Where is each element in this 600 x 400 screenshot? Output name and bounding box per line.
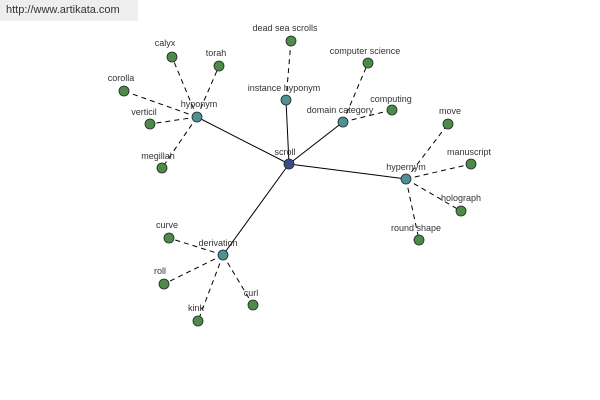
node-instance-hyponym[interactable] xyxy=(280,94,292,106)
edge-verticil xyxy=(149,116,198,125)
node-hyponym[interactable] xyxy=(191,111,203,123)
node-computer-science[interactable] xyxy=(362,57,374,69)
edge-hypernym xyxy=(288,163,407,180)
edge-curl xyxy=(222,254,254,306)
node-calyx[interactable] xyxy=(166,51,178,63)
node-scroll[interactable] xyxy=(283,158,295,170)
label-scroll[interactable]: scroll xyxy=(274,147,295,157)
graph-edges xyxy=(123,40,472,322)
node-hypernym[interactable] xyxy=(400,173,412,185)
edge-dead-sea-scrolls xyxy=(285,40,292,101)
edge-round-shape xyxy=(405,178,420,241)
edge-torah xyxy=(196,65,220,118)
label-dead-sea-scrolls[interactable]: dead sea scrolls xyxy=(252,23,318,33)
node-domain-category[interactable] xyxy=(337,116,349,128)
graph-labels: scroll hyponym instance hyponym domain cate… xyxy=(108,23,492,313)
label-curl[interactable]: curl xyxy=(244,288,259,298)
edge-derivation xyxy=(222,163,290,256)
url-banner[interactable]: http://www.artikata.com xyxy=(0,0,138,21)
label-manuscript[interactable]: manuscript xyxy=(447,147,492,157)
label-corolla[interactable]: corolla xyxy=(108,73,135,83)
label-megillah[interactable]: megillah xyxy=(141,151,175,161)
node-computing[interactable] xyxy=(386,104,398,116)
label-hyponym[interactable]: hyponym xyxy=(181,99,218,109)
node-curve[interactable] xyxy=(163,232,175,244)
graph-nodes xyxy=(118,35,477,327)
label-holograph[interactable]: holograph xyxy=(441,193,481,203)
label-domain-category[interactable]: domain category xyxy=(307,105,374,115)
edge-move xyxy=(405,123,449,180)
edge-kink xyxy=(197,254,224,322)
edge-calyx xyxy=(171,56,198,118)
label-move[interactable]: move xyxy=(439,106,461,116)
node-curl[interactable] xyxy=(247,299,259,311)
label-calyx[interactable]: calyx xyxy=(155,38,176,48)
edge-holograph xyxy=(405,178,462,212)
label-hypernym[interactable]: hypernym xyxy=(386,162,426,172)
edge-roll xyxy=(163,254,224,285)
edge-domain-category xyxy=(288,121,344,165)
label-derivation[interactable]: derivation xyxy=(198,238,237,248)
edge-corolla xyxy=(123,90,198,118)
edge-curve xyxy=(168,237,224,256)
label-kink[interactable]: kink xyxy=(188,303,205,313)
node-torah[interactable] xyxy=(213,60,225,72)
label-round-shape[interactable]: round shape xyxy=(391,223,441,233)
label-verticil[interactable]: verticil xyxy=(131,107,157,117)
node-manuscript[interactable] xyxy=(465,158,477,170)
node-kink[interactable] xyxy=(192,315,204,327)
node-move[interactable] xyxy=(442,118,454,130)
edge-computer-science xyxy=(342,62,369,123)
node-roll[interactable] xyxy=(158,278,170,290)
node-megillah[interactable] xyxy=(156,162,168,174)
node-round-shape[interactable] xyxy=(413,234,425,246)
label-torah[interactable]: torah xyxy=(206,48,227,58)
label-computing[interactable]: computing xyxy=(370,94,412,104)
label-curve[interactable]: curve xyxy=(156,220,178,230)
label-computer-science[interactable]: computer science xyxy=(330,46,401,56)
label-instance-hyponym[interactable]: instance hyponym xyxy=(248,83,321,93)
node-dead-sea-scrolls[interactable] xyxy=(285,35,297,47)
node-verticil[interactable] xyxy=(144,118,156,130)
edge-manuscript xyxy=(405,163,472,180)
label-roll[interactable]: roll xyxy=(154,266,166,276)
node-corolla[interactable] xyxy=(118,85,130,97)
node-derivation[interactable] xyxy=(217,249,229,261)
edge-megillah xyxy=(161,116,198,169)
node-holograph[interactable] xyxy=(455,205,467,217)
edge-instance-hyponym xyxy=(285,99,290,165)
edge-hyponym xyxy=(196,116,290,165)
